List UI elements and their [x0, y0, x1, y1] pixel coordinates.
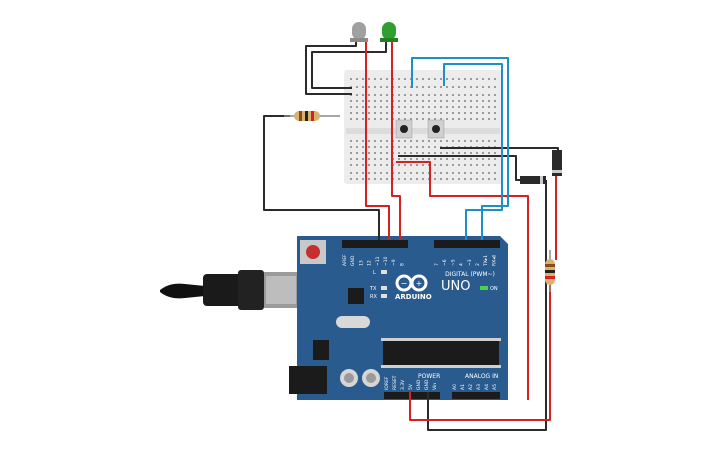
wire-black-gnd-return: [427, 180, 547, 431]
wires: [263, 42, 559, 431]
led-rx: [381, 294, 387, 298]
led-l: [381, 270, 387, 274]
pin-label: 2: [475, 263, 481, 266]
chip-socket-top: [381, 338, 501, 341]
voltage-regulator: [313, 340, 329, 360]
pin-label: ~5: [450, 259, 456, 266]
pushbutton-1[interactable]: [395, 119, 413, 139]
svg-text:−: −: [401, 279, 408, 288]
pin-label: AREF: [342, 254, 348, 266]
dc-power-jack[interactable]: [289, 366, 327, 394]
chip-socket-bottom: [381, 365, 501, 368]
power-led: [480, 286, 488, 290]
wire-red-led-2: [391, 42, 401, 240]
svg-text:+: +: [416, 279, 423, 288]
pin-label: GND: [416, 379, 422, 390]
pin-label: IOREF: [384, 376, 390, 390]
wire-blue-button-2: [443, 63, 503, 240]
digital-header-label: DIGITAL (PWM~): [445, 271, 495, 278]
pin-label: A5: [492, 384, 498, 390]
pin-label: GND: [350, 255, 356, 266]
reset-button[interactable]: [306, 245, 320, 259]
led-green[interactable]: [380, 22, 398, 42]
pin-label: 13: [358, 260, 364, 266]
pin-label: RESET: [392, 375, 398, 390]
analog-label: ANALOG IN: [465, 373, 498, 380]
usb-cable: [160, 270, 300, 310]
pin-label: 3.3V: [400, 379, 406, 390]
resistor-1[interactable]: [284, 111, 340, 121]
diode-2[interactable]: [520, 176, 546, 184]
pin-label: ~11: [375, 256, 381, 266]
wire-red-5v-bus: [396, 161, 529, 400]
analog-header: [452, 392, 500, 399]
capacitor-right-top: [366, 373, 376, 383]
pin-label: 8: [399, 263, 405, 266]
pin-label: 7: [434, 263, 440, 266]
pin-label: A3: [476, 384, 482, 390]
led-grey[interactable]: [350, 22, 368, 42]
led-tx: [381, 286, 387, 290]
wire-black-led-gnd: [305, 42, 357, 95]
wire-black-led-gnd-2: [311, 42, 387, 89]
wire-red-5v: [409, 392, 528, 421]
crystal: [336, 316, 370, 328]
arduino-logo-icon: − +: [395, 274, 428, 292]
power-label: POWER: [418, 373, 440, 380]
pin-label: ~9: [391, 259, 397, 266]
pushbutton-2[interactable]: [427, 119, 445, 139]
pin-label: TX▸1: [483, 255, 489, 267]
pin-label: Vin: [432, 383, 438, 390]
led-label-l: L: [373, 270, 376, 276]
breadboard-center-channel: [346, 128, 500, 134]
power-header: [384, 392, 440, 399]
wire-red-resistor: [528, 278, 551, 421]
diode[interactable]: [552, 150, 562, 176]
pin-label: A4: [484, 384, 490, 390]
pin-label: ~6: [442, 259, 448, 266]
pin-label: A2: [468, 384, 474, 390]
wire-blue-button-1: [411, 57, 509, 240]
pin-label: A1: [460, 384, 466, 390]
breadboard-holes: [350, 78, 496, 180]
capacitor-left-top: [344, 373, 354, 383]
wire-red-led: [365, 42, 390, 240]
brand-label: ARDUINO: [395, 293, 432, 301]
on-label: ON: [490, 286, 498, 292]
resistor-2[interactable]: [545, 250, 555, 292]
pin-label: RX◂0: [491, 255, 497, 266]
wire-black-gnd: [263, 115, 380, 240]
pin-label: 12: [367, 260, 373, 266]
pin-label: ~10: [383, 256, 389, 266]
atmega-chip: [383, 340, 499, 366]
pin-label: 4: [459, 263, 465, 266]
usb-chip: [348, 288, 364, 304]
led-label-tx: TX: [369, 286, 377, 292]
led-label-rx: RX: [370, 294, 377, 300]
breadboard[interactable]: [344, 70, 502, 184]
digital-header-right: [434, 240, 500, 248]
digital-header-left: [342, 240, 408, 248]
model-label: UNO: [441, 279, 470, 294]
pin-label: ~3: [467, 259, 473, 266]
pin-label: GND: [424, 379, 430, 390]
pin-label: A0: [452, 384, 458, 390]
pin-label: 5V: [408, 383, 414, 390]
